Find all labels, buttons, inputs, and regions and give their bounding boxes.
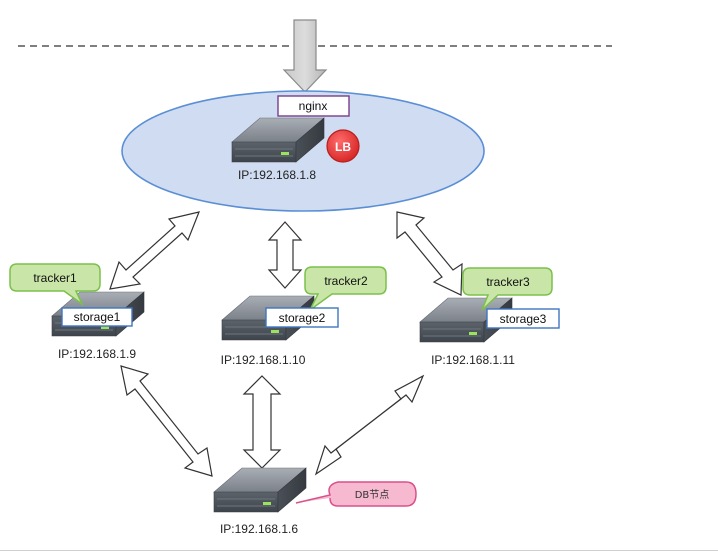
arrow-storage2-db xyxy=(242,375,282,469)
storage3-ip: IP:192.168.1.11 xyxy=(431,353,515,367)
storage3-label: storage3 xyxy=(500,312,547,326)
tracker2-callout: tracker2 xyxy=(304,266,387,311)
storage1-label: storage1 xyxy=(74,310,121,324)
db-ip: IP:192.168.1.6 xyxy=(220,522,298,536)
db-server-icon xyxy=(213,467,307,513)
nginx-label: nginx xyxy=(299,99,328,113)
arrow-lb-storage3 xyxy=(396,211,463,296)
tracker2-label: tracker2 xyxy=(324,274,368,288)
storage2-ip: IP:192.168.1.10 xyxy=(221,353,306,367)
storage1-box xyxy=(61,307,133,327)
tracker3-label: tracker3 xyxy=(486,275,530,289)
bottom-divider xyxy=(0,550,718,551)
incoming-request-arrow xyxy=(282,19,328,93)
lb-badge xyxy=(326,129,360,163)
storage2-box xyxy=(265,307,339,328)
storage3-box xyxy=(486,308,560,329)
nginx-box xyxy=(277,95,350,117)
db-label: DB节点 xyxy=(355,489,390,501)
arrow-storage1-db xyxy=(120,365,213,477)
lb-ip: IP:192.168.1.8 xyxy=(238,168,316,182)
lb-badge-label: LB xyxy=(335,140,351,154)
storage2-label: storage2 xyxy=(279,311,326,325)
db-callout: DB节点 xyxy=(295,481,417,507)
storage1-ip: IP:192.168.1.9 xyxy=(58,347,136,361)
tracker1-label: tracker1 xyxy=(33,271,77,285)
arrow-storage3-db xyxy=(314,374,425,476)
tracker3-callout: tracker3 xyxy=(462,267,553,311)
tracker1-callout: tracker1 xyxy=(9,263,101,307)
arrow-lb-storage2 xyxy=(267,221,303,289)
arrow-lb-storage1 xyxy=(109,211,200,290)
